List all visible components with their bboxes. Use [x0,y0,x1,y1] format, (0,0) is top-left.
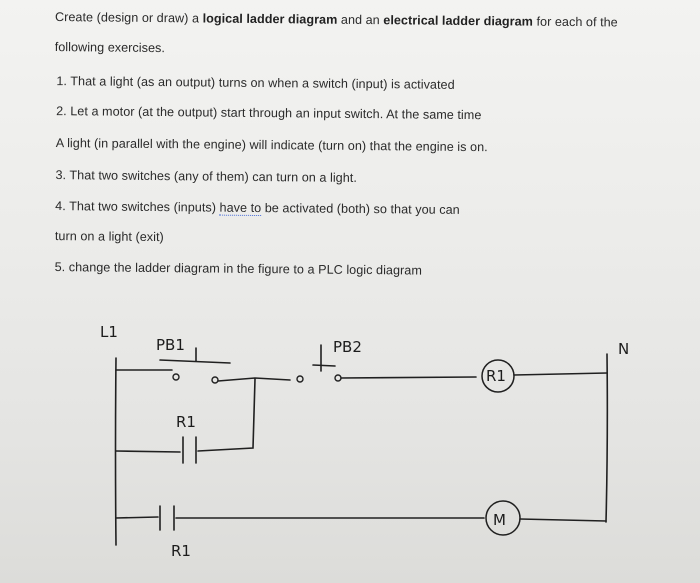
holding-branch-wire [115,450,181,453]
label-lower-contact: R1 [171,542,191,560]
holding-branch-wire [197,378,256,452]
rung1-wire [340,376,477,379]
label-pb1: PB1 [156,336,185,354]
label-pb2: PB2 [333,338,362,356]
pb2-bar [312,364,336,367]
pb2-terminal-left [296,375,304,383]
label-motor: M [493,511,506,529]
motor-coil [485,500,521,536]
pb1-bar [159,359,231,364]
rung2-wire [519,518,607,522]
label-n: N [618,340,629,358]
label-l1: L1 [100,323,118,341]
rung1-wire [513,372,608,376]
label-coil-r1: R1 [486,367,506,385]
right-rail [605,353,609,523]
pb2-terminal-right [334,374,342,382]
rung2-wire [115,516,159,519]
pb1-terminal-left [172,373,180,381]
pb1-terminal-right [211,376,219,384]
rung1-wire [217,377,291,382]
label-holding-contact: R1 [176,413,196,431]
coil-r1 [481,359,515,393]
